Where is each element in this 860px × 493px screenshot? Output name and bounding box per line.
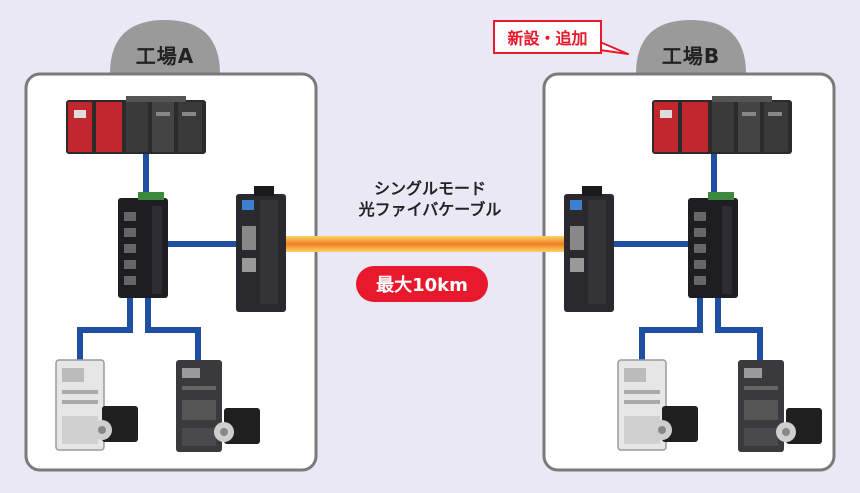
cable-label-line2: 光ファイバケーブル (358, 200, 502, 219)
factory-b-label: 工場B (661, 44, 721, 68)
ethernet-switch-icon (688, 192, 738, 298)
factory-a-label: 工場A (135, 44, 195, 68)
ethernet-switch-icon (118, 192, 168, 298)
network-lines-a (77, 150, 238, 360)
factory-b-tab (636, 20, 746, 74)
cable-label: シングルモード 光ファイバケーブル (310, 178, 550, 220)
cable-label-line1: シングルモード (373, 179, 486, 198)
media-converter-icon (564, 186, 614, 312)
motor-icon (652, 406, 698, 442)
servo-amplifier-icon (176, 360, 222, 452)
motor-icon (776, 408, 822, 444)
plc-icon (66, 96, 206, 154)
inverter-icon (617, 359, 667, 451)
motor-icon (92, 406, 138, 442)
inverter-icon (55, 359, 105, 451)
fiber-cable (286, 236, 570, 252)
new-badge: 新設・追加 (493, 20, 602, 54)
plc-icon (652, 96, 792, 154)
media-converter-icon (236, 186, 286, 312)
servo-amplifier-icon (738, 360, 784, 452)
motor-icon (214, 408, 260, 444)
factory-a-tab (110, 20, 220, 74)
new-badge-pointer (599, 41, 629, 55)
distance-badge: 最大10km (356, 266, 488, 302)
